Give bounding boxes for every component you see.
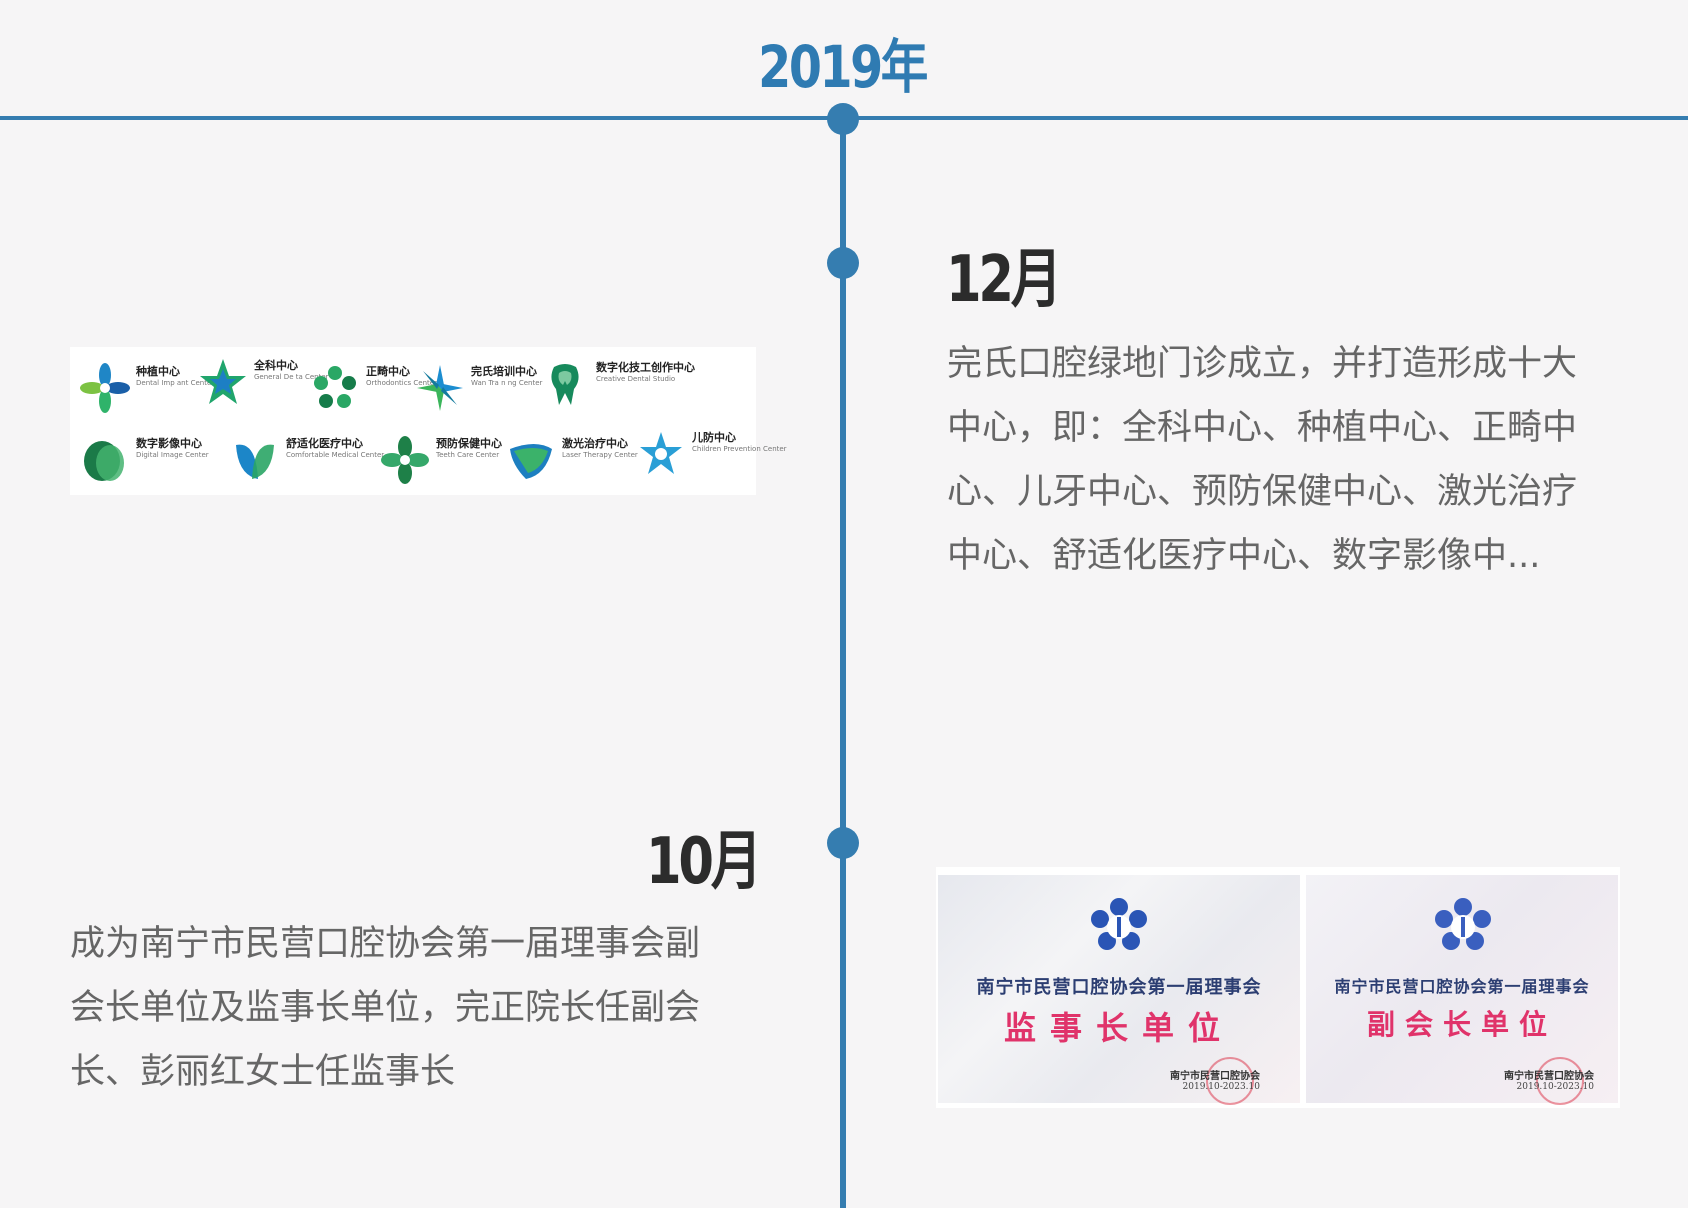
certificate-supervisor: 南宁市民营口腔协会第一届理事会 监事长单位 南宁市民营口腔协会 2019.10-… [938, 875, 1300, 1105]
red-seal-stamp [1536, 1057, 1584, 1105]
year-heading: 2019年 [758, 33, 928, 101]
star-logo-icon [200, 359, 246, 404]
center-name: 预防保健中心 [436, 437, 502, 450]
center-name: 儿防中心 [692, 431, 736, 444]
event-month-october: 10月 [646, 825, 762, 899]
center-name: 激光治疗中心 [562, 437, 628, 450]
children-star-logo-icon [640, 432, 682, 474]
flower-logo-icon [80, 363, 130, 413]
burst-logo-icon [417, 365, 463, 411]
red-seal-stamp [1206, 1057, 1254, 1105]
center-name: 数字化技工创作中心 [596, 361, 695, 374]
certificate-role: 监事长单位 [1003, 1009, 1234, 1047]
tooth-logo-icon [551, 364, 579, 405]
certificate-issuer: 南宁市民营口腔协会 [1504, 1071, 1594, 1082]
certificate-role: 副会长单位 [1366, 1008, 1557, 1041]
certificate-vice-president: 南宁市民营口腔协会第一届理事会 副会长单位 南宁市民营口腔协会 2019.10-… [1306, 875, 1618, 1105]
certificate-association: 南宁市民营口腔协会第一届理事会 [1334, 977, 1590, 996]
center-name: 全科中心 [254, 359, 298, 372]
blob-logo-icon [84, 441, 124, 481]
center-subtitle: Creative Dental Studio [596, 375, 676, 383]
center-subtitle: Children Prevention Center [692, 445, 787, 453]
event-month-december: 12月 [946, 243, 1062, 317]
center-subtitle: Orthodontics Center [366, 379, 437, 387]
laser-logo-icon [510, 444, 552, 479]
certificate-association: 南宁市民营口腔协会第一届理事会 [976, 977, 1262, 998]
association-emblem-icon [1435, 898, 1491, 950]
center-subtitle: Comfortable Medical Center [286, 451, 385, 459]
association-emblem-icon [1091, 898, 1147, 950]
timeline-node-year [827, 103, 859, 135]
leaf-logo-icon [236, 444, 274, 479]
center-subtitle: Laser Therapy Center [562, 451, 638, 459]
swirl-logo-icon [381, 436, 429, 484]
timeline-node-december [827, 247, 859, 279]
certificate-date: 2019.10-2023.10 [1182, 1082, 1260, 1092]
certificates-photo: 南宁市民营口腔协会第一届理事会 监事长单位 南宁市民营口腔协会 2019.10-… [936, 867, 1620, 1108]
center-name: 完氏培训中心 [471, 365, 537, 378]
center-name: 种植中心 [136, 365, 180, 378]
certificate-date: 2019.10-2023.10 [1516, 1082, 1594, 1092]
timeline-vertical-line [840, 118, 846, 1208]
center-subtitle: Teeth Care Center [436, 451, 500, 459]
center-name: 舒适化医疗中心 [286, 437, 363, 450]
center-subtitle: Wan Tra n ng Center [471, 379, 543, 387]
ring-logo-icon [314, 366, 356, 408]
center-subtitle: General De ta Center [254, 373, 329, 381]
center-subtitle: Dental Imp ant Center [136, 379, 215, 387]
certificate-issuer: 南宁市民营口腔协会 [1170, 1071, 1260, 1082]
center-subtitle: Digital Image Center [136, 451, 209, 459]
center-name: 正畸中心 [366, 365, 410, 378]
center-name: 数字影像中心 [136, 437, 202, 450]
event-description-october: 成为南宁市民营口腔协会第一届理事会副会长单位及监事长单位，完正院长任副会长、彭丽… [70, 924, 701, 1092]
event-description-december: 完氏口腔绿地门诊成立，并打造形成十大中心，即：全科中心、种植中心、正畸中心、儿牙… [947, 344, 1578, 576]
timeline-node-october [827, 827, 859, 859]
